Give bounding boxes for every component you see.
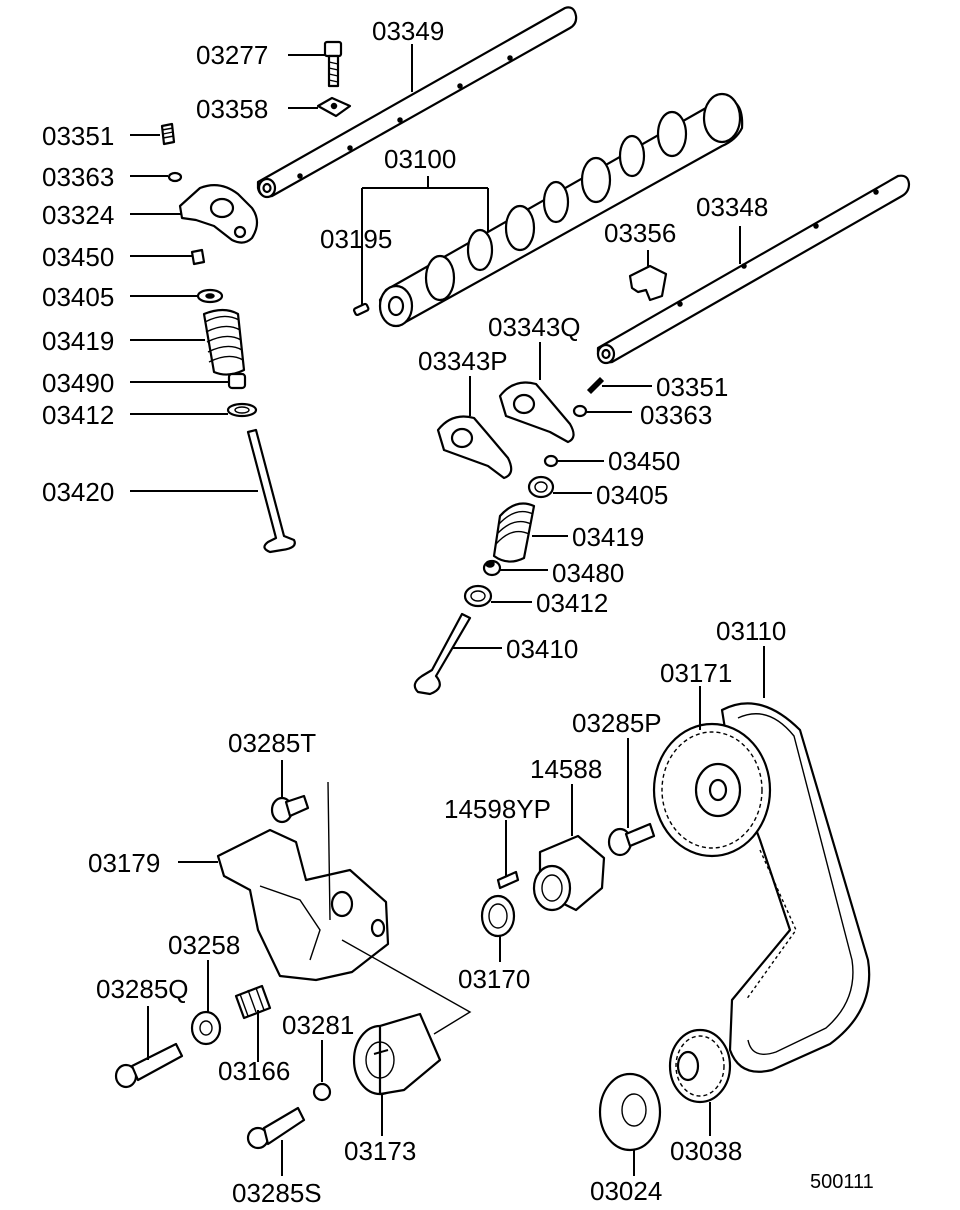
spacer-03258	[190, 1010, 222, 1046]
clip-03356	[628, 264, 668, 302]
label-03490: 03490	[42, 368, 114, 398]
rocker-shaft-03349	[256, 6, 578, 199]
label-03285T: 03285T	[228, 728, 316, 758]
label-03038: 03038	[670, 1136, 742, 1166]
label-03419-right: 03419	[572, 522, 644, 552]
bolt-03285T	[270, 794, 310, 824]
bracket-14588	[532, 834, 606, 912]
label-03258: 03258	[168, 930, 240, 960]
label-03412-right: 03412	[536, 588, 608, 618]
washer-03412-right	[463, 584, 493, 608]
label-03195: 03195	[320, 224, 392, 254]
plate-03358	[316, 96, 352, 118]
label-03412-left: 03412	[42, 400, 114, 430]
label-03480: 03480	[552, 558, 624, 588]
spring-03351-right	[586, 376, 605, 395]
label-03285P: 03285P	[572, 708, 662, 738]
bolt-03285P	[607, 822, 656, 857]
label-03450-right: 03450	[608, 446, 680, 476]
nut-03363-left	[167, 171, 183, 183]
label-03100: 03100	[384, 144, 456, 174]
label-03179: 03179	[88, 848, 160, 878]
label-03281: 03281	[282, 1010, 354, 1040]
diagram-code: 500111	[810, 1171, 874, 1193]
label-03450-left: 03450	[42, 242, 114, 272]
label-03420: 03420	[42, 477, 114, 507]
valve-03420	[246, 428, 296, 554]
label-03363-right: 03363	[640, 400, 712, 430]
bolt-03285S	[246, 1106, 306, 1150]
label-03419-left: 03419	[42, 326, 114, 356]
tensioner-pulley-03173	[352, 1012, 442, 1096]
washer-03412-left	[226, 402, 258, 418]
valve-spring-03419-left	[202, 308, 246, 376]
label-03285Q: 03285Q	[96, 974, 189, 1004]
leader-lines	[130, 44, 765, 1176]
assembly-line-tensioner	[327, 781, 472, 1035]
label-03405-left: 03405	[42, 282, 114, 312]
label-03110: 03110	[716, 616, 786, 646]
sprocket-03171	[652, 722, 772, 858]
retainer-03405-right	[527, 475, 555, 499]
adjuster-03450-right	[543, 454, 559, 468]
pin-03195	[352, 302, 370, 317]
label-03166: 03166	[218, 1056, 290, 1086]
nut-03363-right	[572, 404, 588, 418]
label-03348: 03348	[696, 192, 768, 222]
spring-03166	[234, 984, 272, 1020]
label-14588: 14588	[530, 754, 602, 784]
retainer-03405-left	[196, 288, 224, 304]
rocker-arm-03343P	[436, 415, 513, 480]
label-03351-right: 03351	[656, 372, 728, 402]
rocker-arm-03324	[178, 183, 259, 244]
bracket-03179	[216, 828, 390, 982]
seal-03490	[227, 372, 247, 390]
bolt-03277	[323, 40, 343, 88]
seal-03480	[482, 559, 502, 577]
adjuster-03450-left	[190, 248, 206, 266]
rocker-arm-03343Q	[498, 381, 575, 444]
label-03351-left: 03351	[42, 121, 114, 151]
label-03343Q: 03343Q	[488, 312, 581, 342]
label-03324: 03324	[42, 200, 114, 230]
valve-03410	[413, 612, 472, 696]
label-03410: 03410	[506, 634, 578, 664]
part-labels: 03349 03277 03358 03351 03363 03324 0345…	[42, 16, 874, 1208]
camshaft-03100	[378, 92, 744, 328]
label-03363-left: 03363	[42, 162, 114, 192]
sprocket-03038	[668, 1028, 732, 1104]
label-03343P: 03343P	[418, 346, 508, 376]
label-03356: 03356	[604, 218, 676, 248]
bolt-03285Q	[114, 1042, 184, 1089]
flange-03024	[598, 1072, 662, 1152]
bolt-14598YP	[496, 870, 520, 890]
label-03405-right: 03405	[596, 480, 668, 510]
label-03170: 03170	[458, 964, 530, 994]
label-03285S: 03285S	[232, 1178, 322, 1208]
oil-seal-03170	[480, 894, 516, 938]
washer-03281	[312, 1082, 332, 1102]
label-14598YP: 14598YP	[444, 794, 551, 824]
spring-03351-left	[160, 122, 176, 146]
label-03358: 03358	[196, 94, 268, 124]
rocker-shaft-03348	[596, 174, 911, 365]
valve-spring-03419-right	[492, 502, 536, 563]
label-03173: 03173	[344, 1136, 416, 1166]
label-03349: 03349	[372, 16, 444, 46]
label-03171: 03171	[660, 658, 732, 688]
label-03277: 03277	[196, 40, 268, 70]
label-03024: 03024	[590, 1176, 662, 1206]
